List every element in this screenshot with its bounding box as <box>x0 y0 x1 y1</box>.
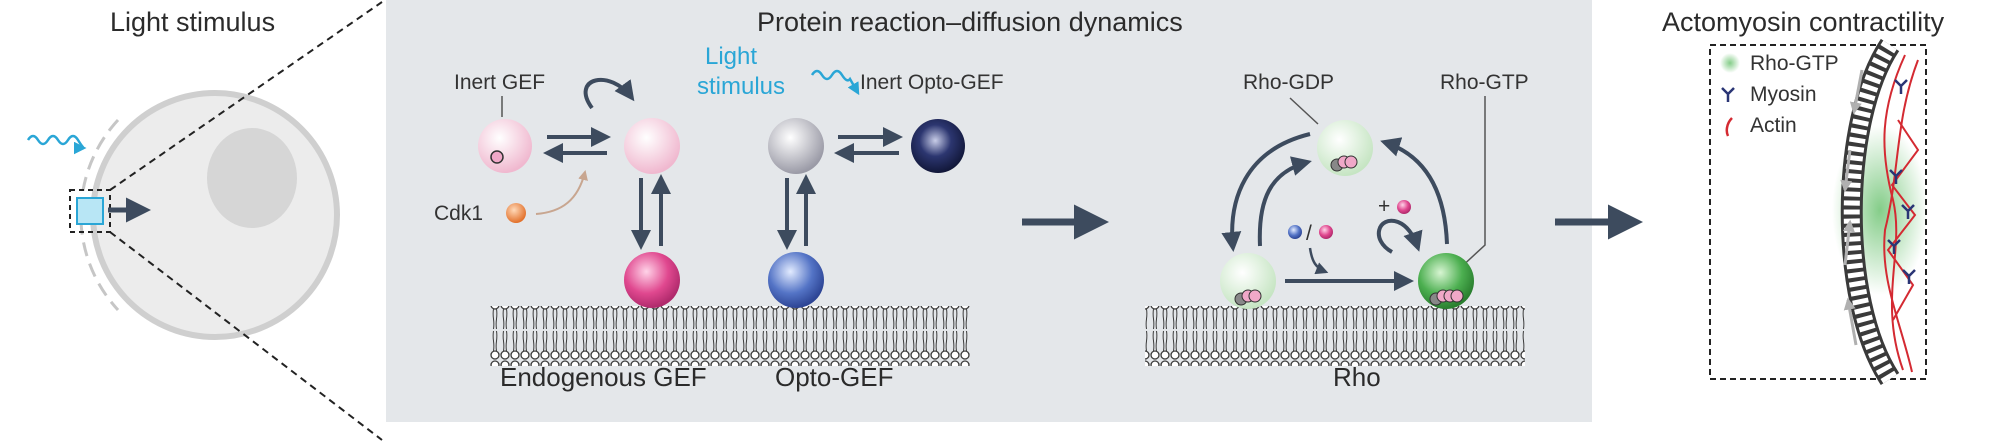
membrane-opto-gef-sphere <box>768 252 824 308</box>
feedback-gef-pink <box>1397 200 1411 214</box>
legend-rho-gtp-swatch <box>1720 53 1740 73</box>
inert-opto-gef-label: Inert Opto-GEF <box>860 71 1004 94</box>
rho-gdp-nucleotide-3 <box>1344 155 1358 169</box>
myosin-mark-4 <box>1902 269 1916 284</box>
arrow-gtp-to-gdp <box>1380 137 1449 245</box>
rho-gdp-sphere <box>1317 120 1373 176</box>
myosin-mark-3 <box>1887 239 1901 254</box>
cell-cortex-dashed <box>79 118 120 312</box>
cortical-flow-arrow-1 <box>1849 69 1864 115</box>
cdk1-sphere <box>506 203 526 223</box>
light-wave-left <box>26 134 87 155</box>
inert-opto-gef-sphere <box>911 119 965 173</box>
legend-myosin: Myosin <box>1750 83 1817 106</box>
cell-outer <box>90 90 340 340</box>
bound-cdk1-marker <box>490 150 504 164</box>
gef-small-pink <box>1319 225 1333 239</box>
light-stimulus-title: Light stimulus <box>110 7 275 37</box>
actomyosin-title: Actomyosin contractility <box>1662 7 1945 37</box>
cdk1-label: Cdk1 <box>434 202 483 225</box>
myosin-mark-5 <box>1894 79 1908 94</box>
legend-actin: Actin <box>1750 114 1797 137</box>
light-stimulus-line1: Light <box>705 43 757 70</box>
zoom-line-bottom <box>109 231 383 441</box>
rho-gdp-membrane-sphere <box>1220 253 1276 309</box>
reaction-diffusion-panel: Protein reaction–diffusion dynamics Iner… <box>386 0 1592 422</box>
cortex-membrane-inner <box>1843 40 1897 384</box>
membrane-gef-sphere <box>624 252 680 308</box>
legend-actin-swatch <box>1725 117 1733 137</box>
rho-gdp-leader <box>1289 97 1319 125</box>
light-wave-middle <box>810 69 860 96</box>
active-gef-sphere <box>624 118 680 174</box>
rho-gtp-leader <box>1457 96 1486 271</box>
cell-panel: Light stimulus <box>26 1 383 441</box>
cortical-flow-arrow-4 <box>1843 297 1858 346</box>
rho-label: Rho <box>1333 362 1381 392</box>
cdk1-arrow <box>535 170 588 215</box>
arrow-membrane-to-gdp <box>1257 156 1312 247</box>
zoom-box <box>69 189 111 233</box>
actin-filament-2 <box>1883 59 1919 373</box>
stimulus-region <box>76 197 104 225</box>
myosin-mark-1 <box>1889 169 1903 184</box>
light-stimulus-line2: stimulus <box>697 73 785 100</box>
panel-title: Protein reaction–diffusion dynamics <box>757 7 1183 37</box>
membrane-right <box>1145 306 1525 366</box>
actomyosin-panel: Actomyosin contractility Rho-GTP Myosin … <box>1662 7 1945 386</box>
endogenous-gef-label: Endogenous GEF <box>500 362 707 392</box>
opto-gef-cytosol-sphere <box>768 118 824 174</box>
legend-rho-gtp: Rho-GTP <box>1750 52 1839 75</box>
rho-gtp-nucleotide-4 <box>1450 289 1464 303</box>
gef-catalysis-arrow <box>1308 247 1329 275</box>
self-loop-arrow <box>583 78 635 110</box>
myosin-mark-2 <box>1901 204 1915 219</box>
rho-gdp-label: Rho-GDP <box>1243 71 1334 94</box>
actin-filament-1 <box>1883 54 1906 371</box>
inert-gef-sphere <box>478 119 532 173</box>
cortical-flow-arrow-3 <box>1842 219 1855 266</box>
positive-feedback-loop <box>1376 218 1423 254</box>
cell-nucleus <box>207 128 297 228</box>
plus-sign: + <box>1378 195 1390 218</box>
rho-membrane-nucleotide-3 <box>1248 289 1262 303</box>
inert-gef-label: Inert GEF <box>454 71 545 94</box>
gef-or-slash: / <box>1306 222 1312 245</box>
opto-gef-label: Opto-GEF <box>775 362 893 392</box>
legend-myosin-swatch <box>1721 87 1735 102</box>
rho-gtp-label: Rho-GTP <box>1440 71 1529 94</box>
cortical-flow-arrow-2 <box>1840 149 1853 193</box>
actin-filament-3 <box>1886 119 1920 321</box>
arrow-gdp-to-membrane <box>1221 132 1311 252</box>
gef-small-blue <box>1288 225 1302 239</box>
membrane-left <box>490 306 970 366</box>
